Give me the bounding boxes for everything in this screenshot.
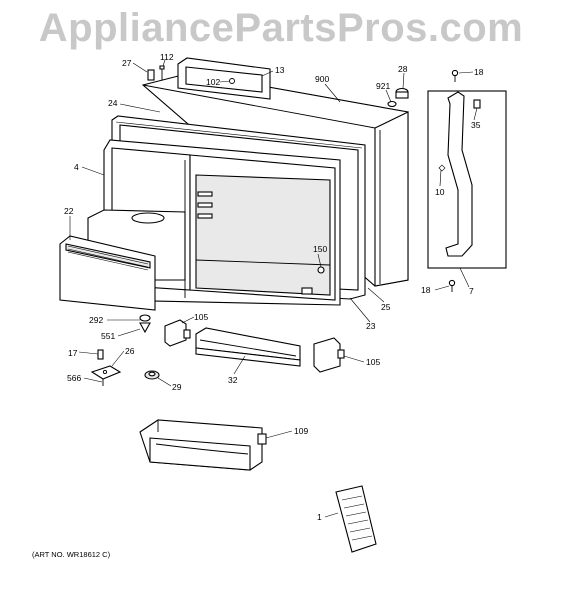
art-number: (ART NO. WR18612 C)	[32, 550, 111, 559]
callout-22: 22	[64, 206, 74, 216]
callout-900: 900	[315, 74, 329, 84]
callout-28: 28	[398, 64, 408, 74]
callout-10: 10	[435, 187, 445, 197]
callout-labels: 27 112 13 102 900 28 921 18 24 35 4 10 2…	[64, 52, 484, 522]
callout-35: 35	[471, 120, 481, 130]
callout-26: 26	[125, 346, 135, 356]
callout-13: 13	[275, 65, 285, 75]
callout-105-right: 105	[366, 357, 380, 367]
part-32-crisper-cover	[195, 327, 301, 367]
callout-4: 4	[74, 162, 79, 172]
callout-112: 112	[160, 52, 174, 62]
part-1-use-care-manual	[335, 485, 377, 553]
part-7-hinge-bracket-box	[427, 90, 507, 269]
part-22-evaporator-panel	[59, 209, 186, 311]
callout-17: 17	[68, 348, 78, 358]
callout-921: 921	[376, 81, 390, 91]
callout-566: 566	[67, 373, 81, 383]
callout-150: 150	[313, 244, 327, 254]
part-105-brackets	[164, 319, 345, 373]
callout-7: 7	[469, 286, 474, 296]
callout-leader-lines	[69, 59, 478, 518]
callout-18-bottom: 18	[421, 285, 431, 295]
part-109-drawer	[139, 419, 267, 471]
callout-25: 25	[381, 302, 391, 312]
small-hardware-bottom	[90, 314, 160, 386]
callout-18-top: 18	[474, 67, 484, 77]
callout-1: 1	[317, 512, 322, 522]
callout-27: 27	[122, 58, 132, 68]
callout-32: 32	[228, 375, 238, 385]
part-13-top-frame	[177, 57, 271, 100]
watermark-text: AppliancePartsPros.com	[38, 6, 524, 50]
callout-292: 292	[89, 315, 103, 325]
callout-551: 551	[101, 331, 115, 341]
callout-29: 29	[172, 382, 182, 392]
callout-109: 109	[294, 426, 308, 436]
callout-24: 24	[108, 98, 118, 108]
callout-23: 23	[366, 321, 376, 331]
callout-105-left: 105	[194, 312, 208, 322]
callout-102: 102	[206, 77, 220, 87]
